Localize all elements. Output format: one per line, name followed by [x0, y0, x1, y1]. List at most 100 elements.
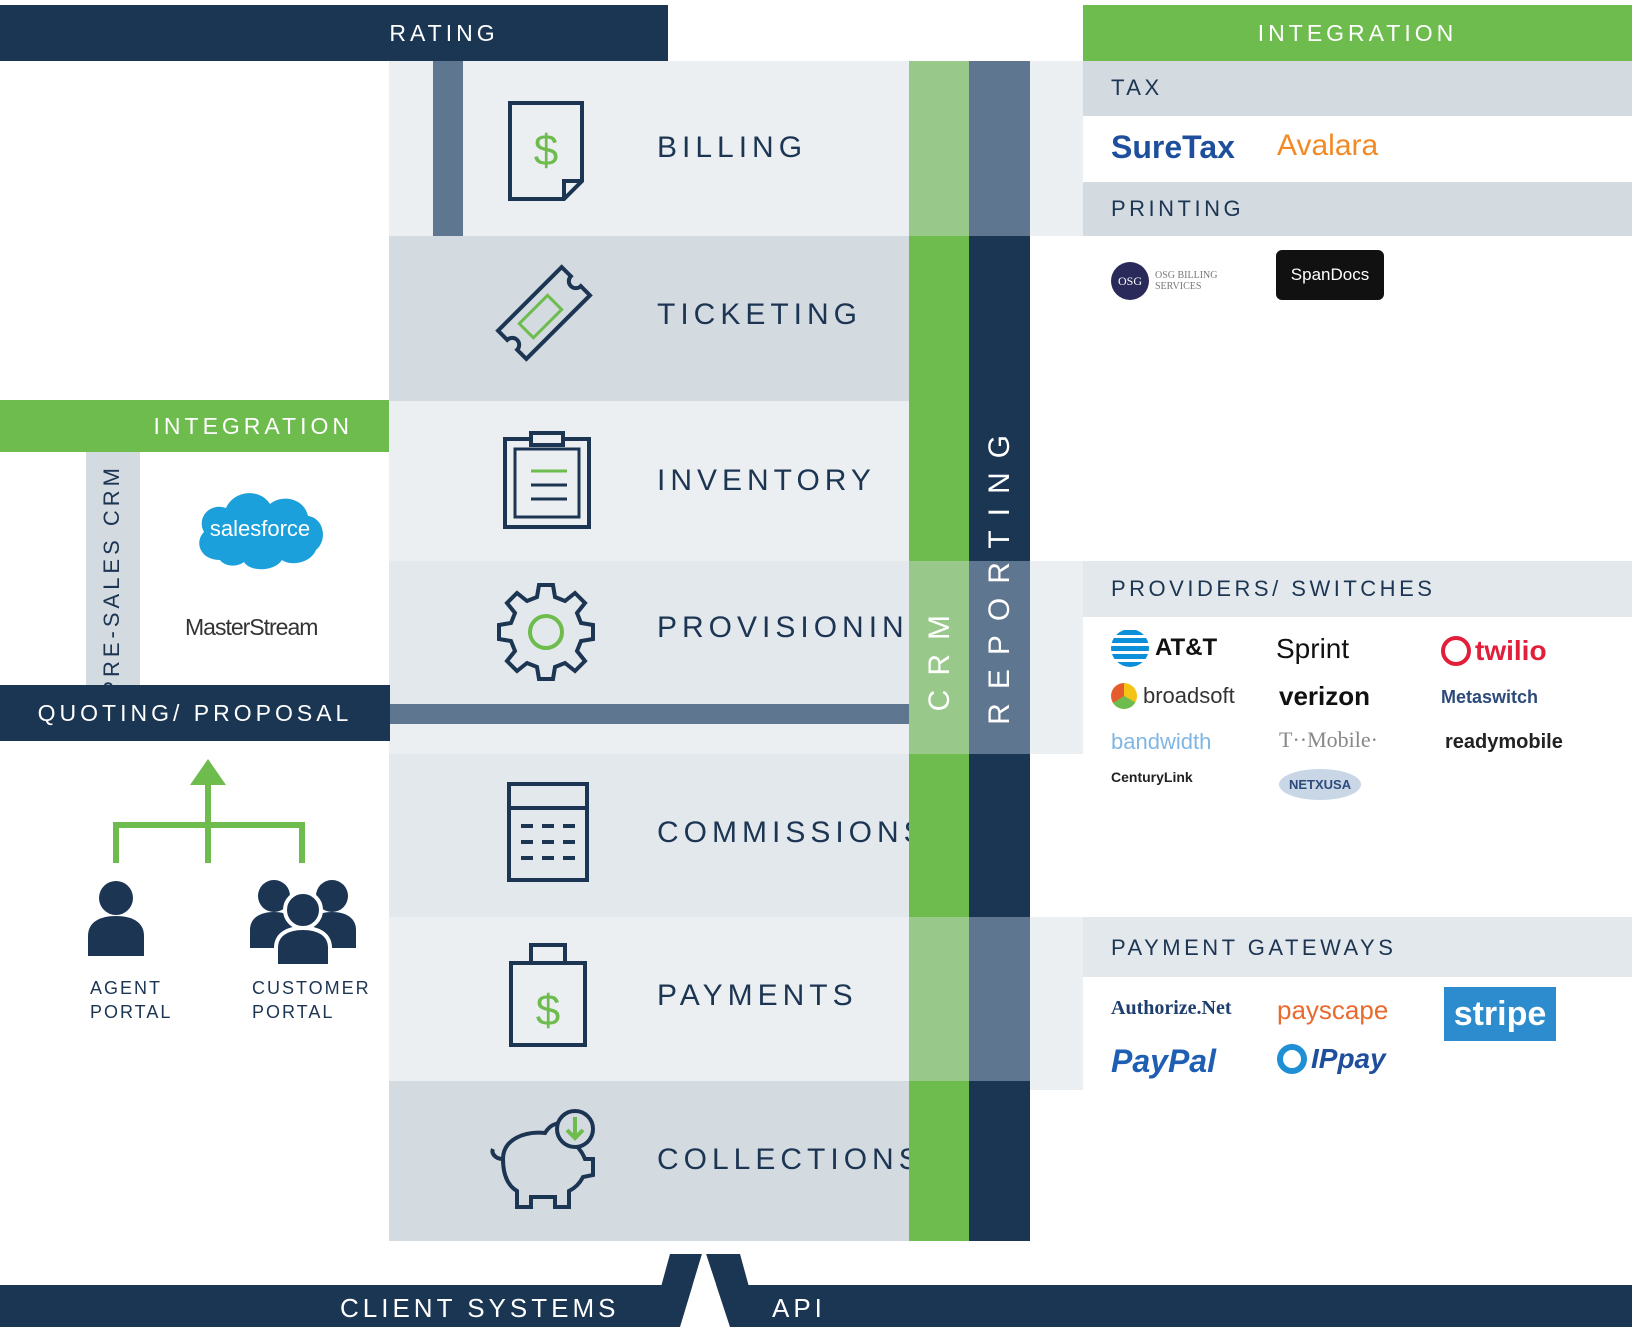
osg-logo: OSG OSG BILLING SERVICES — [1111, 262, 1225, 300]
payments-connector — [1030, 917, 1083, 1090]
centurylink-logo: CenturyLink — [1111, 769, 1193, 785]
providers-header: PROVIDERS/ SWITCHES — [1083, 561, 1632, 617]
module-payments: $ PAYMENTS — [389, 917, 909, 1081]
integration-header-right: INTEGRATION — [1083, 5, 1632, 61]
api-label: API — [772, 1292, 826, 1323]
spacer-row — [389, 724, 909, 754]
crm-segment — [909, 754, 969, 917]
stripe-logo: stripe — [1444, 987, 1556, 1041]
crm-bar: CRM — [909, 61, 969, 1254]
tax-section: TAX SureTax Avalara PRINTING — [1083, 61, 1632, 236]
printing-header: PRINTING — [1083, 182, 1632, 236]
provisioning-divider — [389, 704, 909, 724]
twilio-icon — [1441, 636, 1471, 666]
module-label: BILLING — [657, 131, 808, 164]
module-inventory: INVENTORY — [389, 401, 909, 561]
agent-portal-label: AGENT PORTAL — [90, 978, 173, 1022]
integration-header-left: INTEGRATION — [0, 400, 389, 452]
module-collections: COLLECTIONS — [389, 1081, 919, 1241]
clipboard-icon — [503, 431, 591, 529]
module-provisioning: PROVISIONING — [389, 561, 932, 704]
agent-user-icon — [88, 881, 144, 956]
masterstream-logo: MasterStream — [185, 614, 318, 640]
twilio-text: twilio — [1475, 635, 1547, 666]
invoice-dollar-icon: $ — [508, 101, 584, 201]
svg-text:$: $ — [534, 126, 558, 175]
module-label: INVENTORY — [657, 464, 876, 497]
att-globe-icon — [1111, 629, 1149, 667]
tax-title: TAX — [1111, 75, 1163, 100]
crm-segment — [909, 917, 969, 1081]
reporting-segment — [969, 61, 1030, 236]
reporting-segment — [969, 236, 1030, 561]
payments-header: PAYMENT GATEWAYS — [1083, 917, 1632, 977]
tax-connector — [1030, 61, 1083, 236]
providers-title: PROVIDERS/ SWITCHES — [1111, 576, 1436, 601]
crm-segment — [909, 1081, 969, 1241]
svg-text:$: $ — [536, 986, 560, 1035]
authorizenet-logo: Authorize.Net — [1111, 997, 1232, 1019]
providers-section: PROVIDERS/ SWITCHES AT&T Sprint twilio b… — [1083, 561, 1632, 821]
portal-arrow-tree — [113, 759, 305, 863]
client-systems-bar — [0, 1285, 1632, 1327]
rating-header: RATING — [0, 5, 668, 61]
calculator-icon — [507, 782, 589, 882]
quoting-label: QUOTING/ PROPOSAL — [37, 699, 353, 726]
broadsoft-icon — [1111, 683, 1137, 709]
module-commissions: COMMISSIONS — [389, 754, 924, 917]
module-label: TICKETING — [657, 298, 863, 331]
osg-text: OSG BILLING SERVICES — [1155, 270, 1218, 292]
integration-right-label: INTEGRATION — [1257, 19, 1458, 46]
att-text: AT&T — [1155, 634, 1218, 661]
customer-group-icon — [250, 880, 356, 966]
bandwidth-logo: bandwidth — [1111, 729, 1212, 754]
payments-title: PAYMENT GATEWAYS — [1111, 935, 1397, 960]
payment-gateways-section: PAYMENT GATEWAYS Authorize.Net payscape … — [1083, 917, 1632, 1097]
client-systems-label: CLIENT SYSTEMS — [340, 1292, 620, 1323]
rating-label: RATING — [389, 19, 499, 46]
module-label: PAYMENTS — [657, 979, 858, 1012]
broadsoft-text: broadsoft — [1143, 683, 1235, 708]
avalara-logo: Avalara — [1277, 129, 1379, 162]
gear-icon — [497, 583, 595, 681]
crm-label: CRM — [923, 601, 956, 712]
module-billing: $ BILLING — [389, 61, 909, 236]
paypal-logo: PayPal — [1111, 1043, 1216, 1079]
crm-segment — [909, 61, 969, 236]
billing-side-bar — [433, 61, 463, 236]
module-ticketing: TICKETING — [389, 236, 909, 401]
sprint-logo: Sprint — [1276, 633, 1350, 664]
verizon-logo: verizon — [1279, 681, 1371, 711]
netxusa-logo: NETXUSA — [1279, 769, 1362, 800]
broadsoft-logo: broadsoft — [1111, 683, 1235, 709]
module-label: COMMISSIONS — [657, 816, 929, 849]
printing-logos: OSG OSG BILLING SERVICES SpanDocs — [1083, 240, 1632, 320]
shopping-bag-dollar-icon: $ — [509, 943, 587, 1047]
att-logo: AT&T — [1111, 629, 1217, 667]
printing-title: PRINTING — [1111, 196, 1245, 221]
readymobile-logo: readymobile — [1445, 731, 1563, 753]
providers-connector — [1030, 561, 1083, 754]
ippay-icon — [1277, 1044, 1307, 1074]
customer-portal-label: CUSTOMER PORTAL — [252, 978, 371, 1022]
spandocs-text: SpanDocs — [1290, 265, 1370, 284]
reporting-segment — [969, 917, 1030, 1081]
reporting-segment — [969, 561, 1030, 754]
ippay-logo: IPpay — [1277, 1043, 1386, 1075]
salesforce-cloud-icon — [199, 493, 323, 570]
salesforce-logo: salesforce — [190, 480, 330, 576]
metaswitch-logo: Metaswitch — [1441, 687, 1539, 707]
ippay-text: IPpay — [1311, 1043, 1386, 1074]
reporting-segment — [969, 1081, 1030, 1241]
integration-left-label: INTEGRATION — [153, 412, 353, 439]
module-label: PROVISIONING — [657, 611, 938, 644]
presales-crm-bar: PRE-SALES CRM — [86, 452, 140, 696]
piggy-bank-icon — [490, 1109, 595, 1209]
payscape-logo: payscape — [1277, 995, 1389, 1025]
reporting-bar: REPORTING — [969, 61, 1030, 1254]
module-label: COLLECTIONS — [657, 1143, 924, 1176]
osg-mark: OSG — [1111, 262, 1149, 300]
api-split-shape — [650, 1254, 760, 1327]
crm-segment — [909, 236, 969, 561]
presales-crm-label: PRE-SALES CRM — [99, 464, 124, 696]
